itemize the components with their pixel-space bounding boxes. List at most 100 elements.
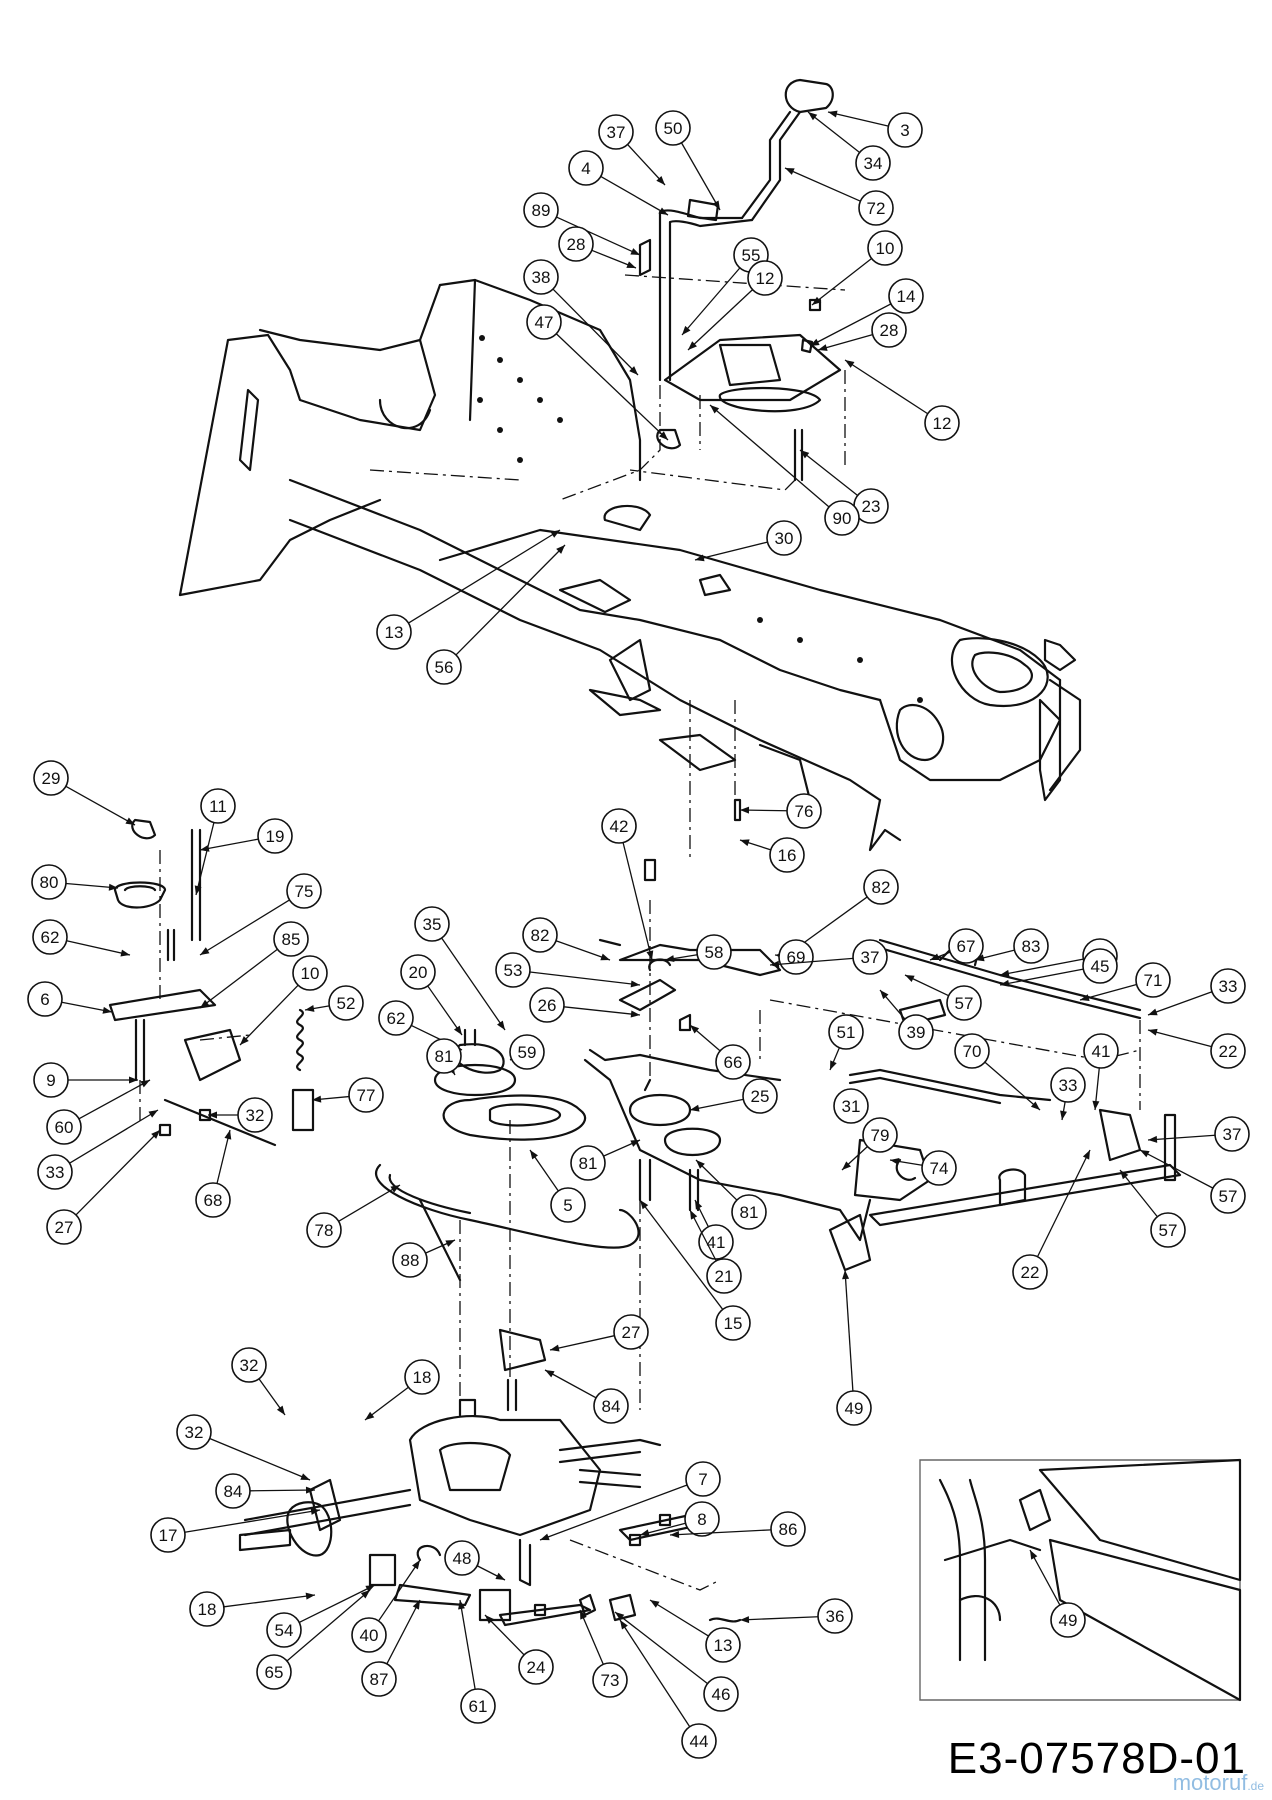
callout-leader (811, 257, 873, 306)
callout-number: 11 (209, 797, 227, 816)
callout-c103: 24 (484, 1614, 554, 1685)
callout-c79: 41 (694, 1199, 734, 1260)
callout-number: 69 (787, 948, 806, 967)
watermark-brand: motoruf (1172, 1770, 1248, 1795)
callout-leader (600, 175, 669, 216)
callout-c36: 33 (37, 1109, 159, 1190)
callout-c101: 65 (256, 1589, 371, 1690)
callout-leader (1119, 1169, 1158, 1218)
callout-number: 83 (1022, 937, 1041, 956)
callout-number: 28 (880, 321, 899, 340)
callout-leader (184, 1509, 321, 1533)
callout-number: 87 (370, 1670, 389, 1689)
leader-arrowhead (200, 947, 210, 955)
callout-leader (627, 144, 666, 186)
callout-c39: 42 (601, 808, 654, 961)
callout-c57: 59 (509, 1034, 545, 1070)
callout-bubble (237, 1097, 273, 1133)
callout-c108: 49 (1029, 1549, 1086, 1638)
callout-leader (249, 1489, 316, 1492)
callout-c22: 29 (33, 760, 136, 826)
callout-bubble (684, 1501, 720, 1537)
callout-bubble (150, 1517, 186, 1553)
leader-arrowhead (890, 1157, 900, 1165)
callout-bubble (1082, 948, 1118, 984)
callout-leader (427, 985, 463, 1036)
callout-c6: 72 (784, 167, 894, 226)
leader-arrowhead (640, 1200, 649, 1210)
callout-c71: 37 (1147, 1116, 1250, 1152)
leader-arrowhead (556, 545, 565, 554)
callout-bubble (570, 1145, 606, 1181)
callout-number: 55 (742, 246, 761, 265)
callout-number: 20 (409, 963, 428, 982)
callout-leader (1139, 1149, 1214, 1189)
callout-bubble (731, 1194, 767, 1230)
leader-arrowhead (650, 1600, 660, 1608)
callout-bubble (292, 955, 328, 991)
callout-c107: 44 (619, 1619, 717, 1759)
callout-leader (65, 785, 136, 826)
callout-number: 90 (833, 509, 852, 528)
callout-number: 37 (607, 123, 626, 142)
callout-bubble (593, 1388, 629, 1424)
callout-leader (1036, 1149, 1091, 1258)
callout-c99: 40 (351, 1559, 421, 1653)
callout-leader (807, 111, 861, 154)
callout-bubble (273, 921, 309, 957)
callout-bubble (32, 919, 68, 955)
callout-number: 9 (46, 1071, 55, 1090)
callout-leader (709, 404, 830, 508)
callout-c61: 33 (1147, 968, 1246, 1016)
callout-bubble (715, 1044, 751, 1080)
callout-c81: 21 (689, 1209, 742, 1294)
callout-bubble (426, 1038, 462, 1074)
callout-number: 86 (779, 1520, 798, 1539)
callout-bubble (1150, 1212, 1186, 1248)
callout-bubble (568, 150, 604, 186)
callout-bubble (696, 934, 732, 970)
callout-bubble (200, 788, 236, 824)
callout-bubble (946, 985, 982, 1021)
callout-c69: 31 (833, 1088, 869, 1124)
callout-number: 85 (282, 930, 301, 949)
callout-leader (739, 1616, 819, 1621)
leader-arrowhead (808, 112, 818, 121)
callout-number: 57 (1219, 1187, 1238, 1206)
leader-arrowhead (412, 1560, 420, 1570)
leader-arrowhead (930, 953, 940, 960)
leader-arrowhead (630, 980, 640, 988)
callout-number: 31 (842, 1097, 861, 1116)
leader-arrowhead (830, 1060, 837, 1070)
callout-c7: 89 (523, 192, 641, 256)
leader-arrowhead (740, 1616, 750, 1624)
callout-c90: 84 (215, 1473, 316, 1509)
callout-c46: 69 (774, 939, 814, 975)
callout-leader (75, 1129, 161, 1216)
callout-number: 45 (1091, 957, 1110, 976)
leader-arrowhead (615, 1612, 625, 1621)
callout-c72: 81 (570, 1139, 641, 1181)
callout-c12: 38 (523, 259, 639, 376)
callout-leader (549, 1335, 615, 1351)
callout-bubble (231, 1347, 267, 1383)
callout-c60: 39 (879, 989, 934, 1050)
callout-c68: 33 (1050, 1067, 1086, 1121)
callout-leader (689, 1209, 717, 1262)
callout-number: 40 (360, 1626, 379, 1645)
callout-number: 37 (861, 948, 880, 967)
callout-bubble (257, 818, 293, 854)
callout-number: 73 (601, 1671, 620, 1690)
leader-arrowhead (194, 885, 202, 895)
callout-number: 37 (1223, 1125, 1242, 1144)
callout-bubble (898, 1014, 934, 1050)
callout-bubble (46, 1109, 82, 1145)
callout-bubble (817, 1598, 853, 1634)
callout-c105: 46 (614, 1611, 739, 1712)
leader-arrowhead (600, 953, 610, 961)
callout-bubble (1210, 968, 1246, 1004)
callout-c32: 9 (33, 1062, 138, 1098)
callout-bubble (852, 939, 888, 975)
callout-bubble (195, 1182, 231, 1218)
callout-leader (799, 449, 859, 496)
